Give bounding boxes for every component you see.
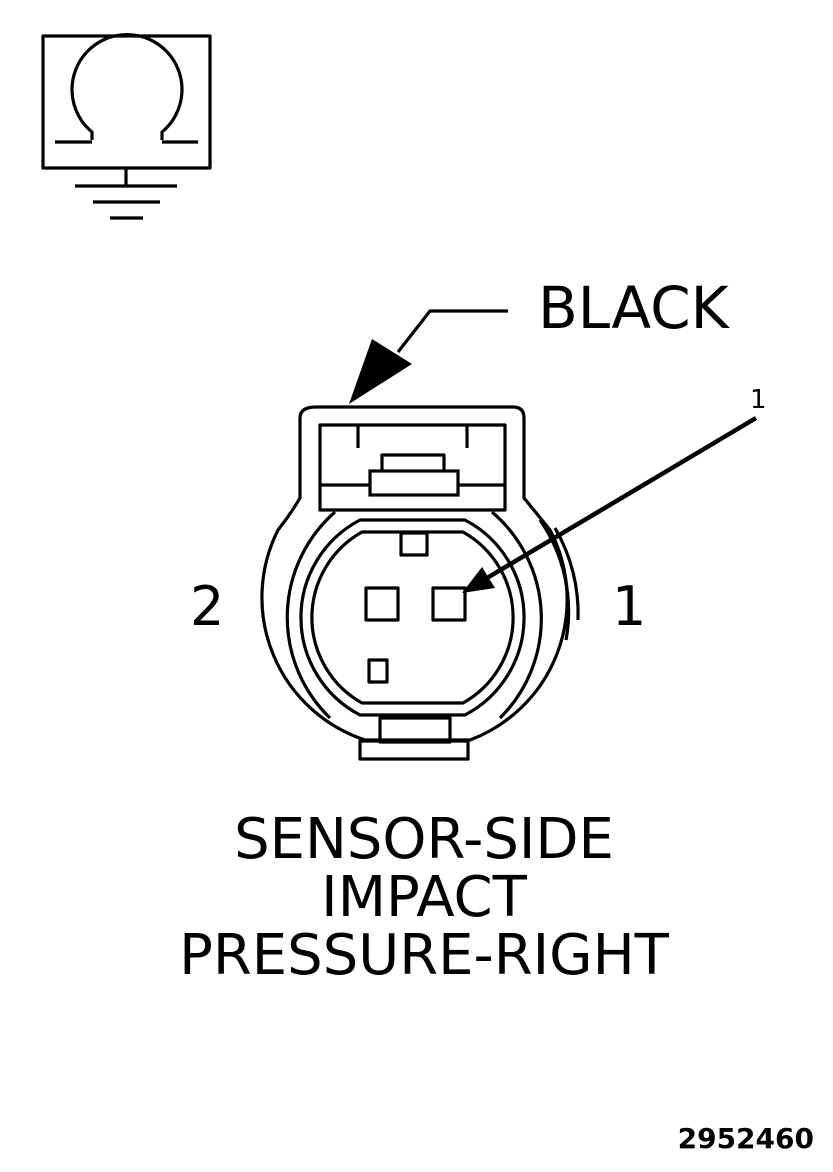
connector-housing: [260, 405, 580, 761]
color-leader-arrow: [349, 309, 508, 404]
pin-label-left: 2: [190, 575, 224, 638]
title-line-1: SENSOR-SIDE: [234, 807, 614, 872]
pin-label-right: 1: [612, 575, 646, 638]
pin-cavity-1: [431, 586, 467, 622]
pin-cavity-2: [364, 586, 400, 622]
callout-number: 1: [750, 385, 767, 415]
callout-arrow: [462, 416, 758, 593]
figure-id: 2952460: [678, 1122, 814, 1155]
title-line-2: IMPACT: [321, 865, 527, 930]
ohm-meter-ground-icon: [41, 32, 212, 220]
title-line-3: PRESSURE-RIGHT: [179, 923, 670, 988]
connector-title: SENSOR-SIDE IMPACT PRESSURE-RIGHT: [179, 807, 670, 988]
color-label: BLACK: [538, 274, 731, 342]
